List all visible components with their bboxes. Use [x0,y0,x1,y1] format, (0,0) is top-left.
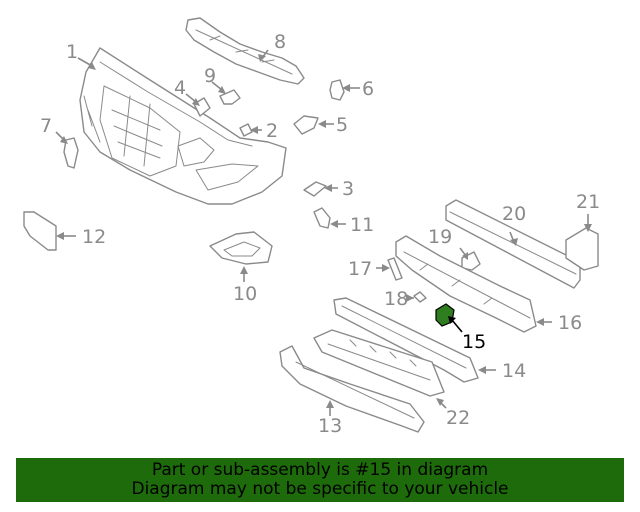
callout-4: 4 [174,77,186,99]
callout-3: 3 [342,178,354,200]
callout-19: 19 [428,226,452,248]
banner-line-1: Part or sub-assembly is #15 in diagram [151,460,489,480]
callout-5: 5 [336,114,348,136]
callout-11: 11 [350,214,374,236]
callout-21: 21 [576,191,600,213]
callout-13: 13 [318,415,342,437]
part-20-reinforcement [445,199,581,289]
callout-22: 22 [446,407,470,429]
callout-9: 9 [204,65,216,87]
callout-10: 10 [233,283,257,305]
part-11-bracket [313,207,331,229]
callout-2: 2 [266,120,278,142]
part-3-clip [303,181,327,197]
part-2-clip [239,123,253,137]
callout-12: 12 [82,226,106,248]
part-18-clip [413,291,427,303]
part-7-bracket [63,137,79,169]
callout-20: 20 [502,203,526,225]
callout-8: 8 [274,31,286,53]
part-9-clip [219,89,241,105]
callout-6: 6 [362,78,374,100]
info-banner: Part or sub-assembly is #15 in diagram D… [16,458,624,502]
part-10-fog-trim [209,231,273,265]
part-12-license-bracket [23,211,57,251]
part-5-bracket [293,115,319,135]
callout-1: 1 [66,41,78,63]
callout-17: 17 [348,258,372,280]
callout-14: 14 [502,360,526,382]
part-17-pin [387,257,403,281]
callout-7: 7 [40,115,52,137]
callout-16: 16 [558,312,582,334]
part-22-undercover [313,329,445,397]
banner-line-2: Diagram may not be specific to your vehi… [131,479,509,499]
callout-15: 15 [462,331,486,353]
leader-lines [55,49,592,416]
callout-18: 18 [384,288,408,310]
part-6-bracket [329,79,345,101]
part-1-bumper-cover [79,47,287,205]
part-14-lower-beam [333,297,479,383]
